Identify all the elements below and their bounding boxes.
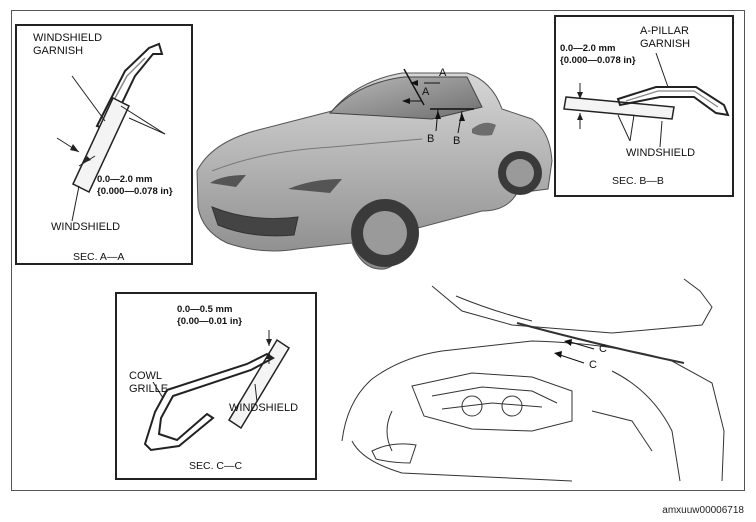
section-aa-drawing: [56, 42, 166, 222]
section-cc-drawing: [143, 330, 291, 452]
gap-in-label: {0.000—0.078 in}: [560, 55, 636, 66]
windshield-label: WINDSHIELD: [51, 221, 121, 233]
gap-in-label: {0.00—0.01 in}: [177, 316, 242, 327]
windshield-garnish-label-line1: WINDSHIELD: [33, 32, 103, 44]
gap-mm-label: 0.0—2.0 mm: [97, 174, 153, 185]
section-marker-a-lower: A: [422, 86, 430, 98]
windshield-garnish-label-line2: GARNISH: [33, 45, 84, 57]
section-marker-a-upper: A: [439, 67, 447, 79]
section-cc-panel: 0.0—0.5 mm {0.00—0.01 in} COWL GRILLE WI…: [115, 292, 317, 480]
section-aa-title: SEC. A—A: [73, 251, 125, 263]
gap-mm-label: 0.0—0.5 mm: [177, 304, 233, 315]
figure-frame: WINDSHIELD GARNISH 0.0—2.0 mm {0.000—0.0…: [11, 10, 745, 491]
figure-id: amxuuw00006718: [662, 505, 744, 516]
section-marker-b-right: B: [453, 135, 461, 147]
section-marker-b-left: B: [427, 133, 435, 145]
cowl-grille-label-line1: COWL: [129, 370, 162, 382]
section-cc-title: SEC. C—C: [189, 460, 243, 472]
windshield-label: WINDSHIELD: [626, 147, 696, 159]
section-aa-panel: WINDSHIELD GARNISH 0.0—2.0 mm {0.000—0.0…: [15, 24, 193, 265]
section-bb-title: SEC. B—B: [612, 175, 664, 187]
a-pillar-garnish-label-line2: GARNISH: [640, 38, 691, 50]
windshield-label: WINDSHIELD: [229, 402, 299, 414]
cowl-grille-label-line2: GRILLE: [129, 383, 169, 395]
gap-mm-label: 0.0—2.0 mm: [560, 43, 616, 54]
section-bb-panel: A-PILLAR GARNISH 0.0—2.0 mm {0.000—0.078…: [554, 15, 734, 197]
section-marker-c-upper: C: [599, 343, 607, 355]
a-pillar-garnish-label-line1: A-PILLAR: [640, 25, 689, 37]
gap-in-label: {0.000—0.078 in}: [97, 186, 173, 197]
section-bb-drawing: [563, 52, 730, 148]
section-marker-c-lower: C: [589, 359, 597, 371]
